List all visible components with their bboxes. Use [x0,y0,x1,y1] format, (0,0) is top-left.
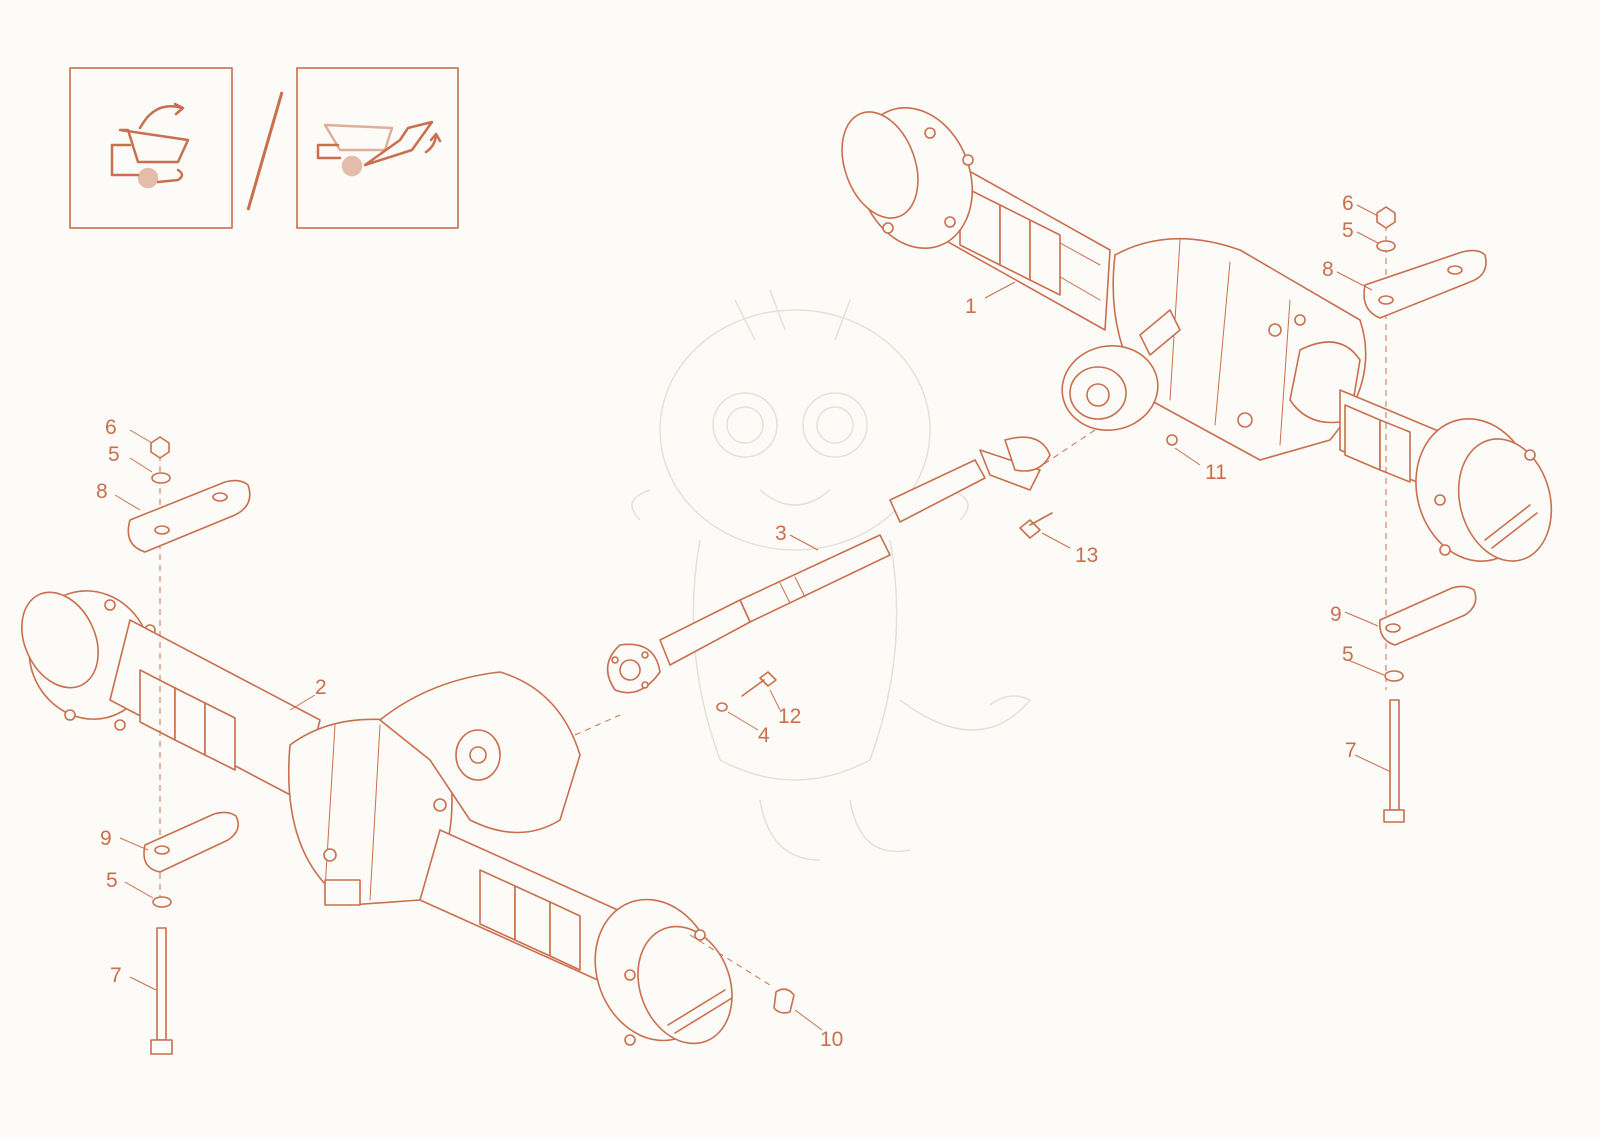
label-part-7-right: 7 [1345,739,1357,762]
part-labels-middle: 3 12 4 [758,522,801,747]
part-9-plate-top-right [1378,585,1477,646]
part-8-plate-left [127,479,251,553]
label-part-2: 2 [315,676,327,699]
label-part-6-right: 6 [1342,192,1354,215]
part-10-nut [773,988,795,1014]
label-part-13: 13 [1075,544,1098,567]
part-5-washer-top-right [1376,240,1396,252]
icon-separator-slash [246,91,284,211]
shaft-tube-left [659,599,751,666]
label-part-6-left: 6 [105,416,117,439]
part-7-bolt-right [1389,699,1400,811]
part-9-plate-left [143,811,239,873]
front-axle-assembly [841,106,1553,562]
label-part-12: 12 [778,705,801,728]
part-6-nut-left [150,436,170,459]
part-labels-right: 6 5 8 1 11 13 9 5 7 [965,192,1357,762]
part-4-washer [716,702,728,712]
part-5-washer-bottom-right [1384,670,1404,682]
rear-mount-stack [127,436,251,1055]
label-part-8-left: 8 [96,480,108,503]
part-12-bolt [741,671,777,697]
label-part-10: 10 [820,1028,843,1051]
part-11-plug [1166,434,1178,446]
high-tip-icon-box [296,67,459,229]
part-labels-left: 6 5 8 2 9 5 7 10 [96,416,843,1051]
label-part-9-right: 9 [1330,603,1342,626]
label-part-7-left: 7 [110,964,122,987]
part-5-washer-bottom-left [152,896,172,908]
shaft-tube-right [889,459,986,523]
leader-lines [114,204,1392,1031]
label-part-3: 3 [775,522,787,545]
label-part-5-right-bottom: 5 [1342,643,1354,666]
part-6-nut-top-right [1376,206,1396,229]
part-8-plate-top-right [1363,249,1487,319]
label-part-11: 11 [1205,461,1227,484]
axle-2-ribs-left [139,669,236,771]
label-part-1: 1 [965,295,977,318]
part-7-bolt-left [156,927,167,1041]
label-part-5-left-top: 5 [108,443,120,466]
tip-rotation-icon-box [69,67,233,229]
rear-axle-assembly [21,590,795,1046]
label-part-8-right: 8 [1322,258,1334,281]
dumper-tipping-rotation-icon [110,102,190,189]
label-part-4: 4 [758,724,770,747]
propeller-shaft [574,429,1096,736]
label-part-9-left: 9 [100,827,112,850]
front-mount-stack [1363,206,1487,823]
axle-1-ribs-right [1344,404,1411,483]
label-part-5-right-top: 5 [1342,219,1354,242]
axle-2-ribs-right [479,869,581,971]
dumper-high-tip-icon [316,120,442,177]
part-5-washer-top-left [151,472,171,484]
part-13-bolt [1019,512,1053,539]
legend-icons [69,67,459,229]
label-part-5-left-bottom: 5 [106,869,118,892]
